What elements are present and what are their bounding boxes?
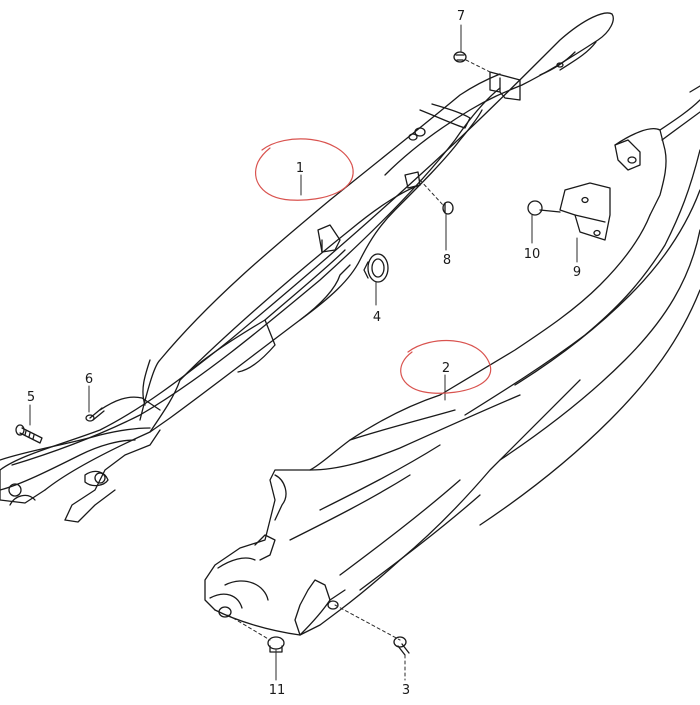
leader-8b <box>419 179 444 206</box>
callout-10: 10 <box>524 247 541 262</box>
leader-3b <box>334 604 401 641</box>
callout-labels: 1 2 3 4 5 6 7 8 9 10 11 <box>27 9 581 698</box>
callout-7: 7 <box>457 9 465 24</box>
callout-8: 8 <box>443 253 451 268</box>
leader-7b <box>465 59 491 73</box>
leader-lines <box>29 24 578 681</box>
part-9-bracket <box>559 182 611 241</box>
part-7-bolt <box>453 51 467 63</box>
highlight-circle-2 <box>400 339 492 394</box>
callout-9: 9 <box>573 265 581 280</box>
highlight-marks <box>254 138 492 394</box>
part-10-screw <box>527 200 561 216</box>
part-1-frame-cover <box>0 12 614 523</box>
callout-2: 2 <box>442 361 450 376</box>
callout-1: 1 <box>296 161 304 176</box>
leader-11b <box>227 614 271 641</box>
part-6-screw <box>85 407 105 422</box>
part-8-bolt <box>442 201 454 215</box>
callout-11: 11 <box>269 683 286 698</box>
part-5-bolt <box>15 424 43 444</box>
part-3-bolt <box>393 636 410 656</box>
callout-5: 5 <box>27 390 35 405</box>
callout-3: 3 <box>402 683 410 698</box>
callout-6: 6 <box>85 372 93 387</box>
callout-4: 4 <box>373 310 381 325</box>
part-2-side-cover <box>204 85 700 636</box>
part-4-grommet <box>363 253 389 283</box>
highlight-circle-1 <box>254 138 354 201</box>
